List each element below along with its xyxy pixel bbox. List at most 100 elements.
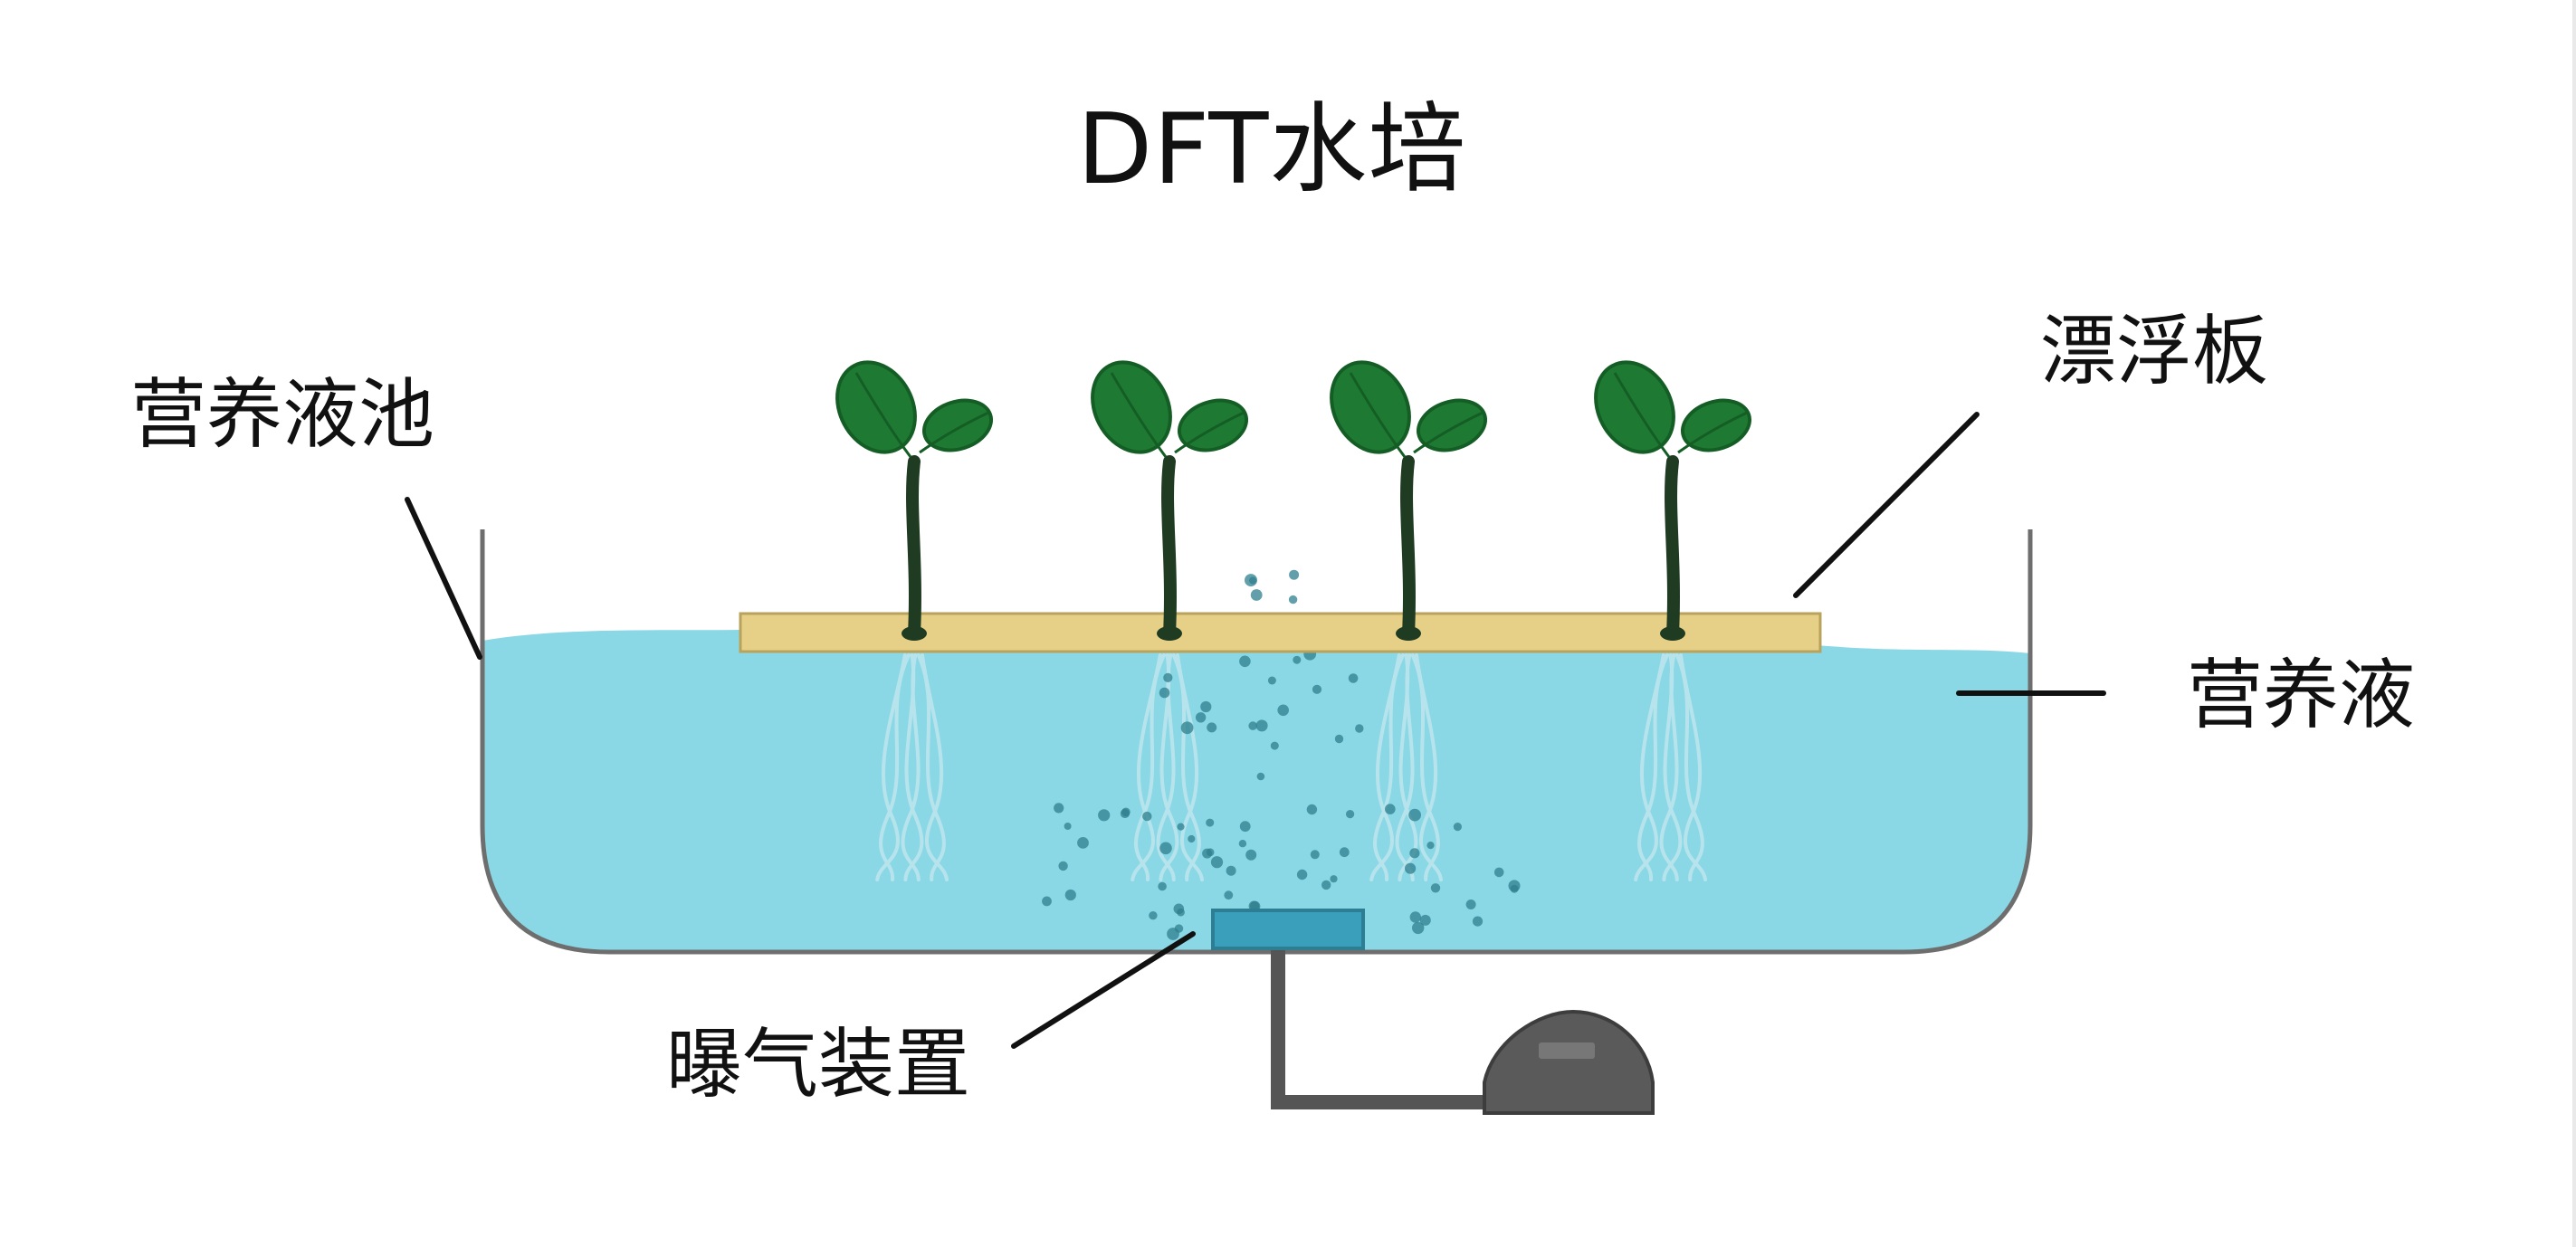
air-bubble <box>1226 865 1236 876</box>
air-bubble <box>1245 849 1257 861</box>
air-bubble <box>1409 911 1422 923</box>
root-strand <box>1395 653 1415 881</box>
air-bubble <box>1142 811 1152 822</box>
plants-layer <box>835 360 1752 641</box>
leaf-vein <box>1413 411 1484 454</box>
air-bubble <box>1267 676 1276 685</box>
root-bundle <box>1131 653 1204 881</box>
air-bubble <box>1158 881 1167 891</box>
root-strand <box>879 653 911 881</box>
root-strand <box>1637 653 1669 881</box>
air-bubble <box>1058 861 1068 871</box>
seedling-base <box>902 626 927 641</box>
air-bubble <box>1270 741 1279 750</box>
air-bubble <box>1306 804 1318 815</box>
air-bubble <box>1202 848 1213 859</box>
air-bubble <box>1409 848 1420 859</box>
air-bubble <box>1419 914 1431 926</box>
air-bubble <box>1312 684 1322 694</box>
label-nutrient-pool: 营养液池 <box>130 370 435 459</box>
air-bubble <box>1064 889 1076 901</box>
air-bubble <box>1288 595 1298 604</box>
nutrient-water <box>482 625 2030 952</box>
leader-line-aerator <box>1011 931 1196 1049</box>
air-pipe <box>1271 950 1489 1109</box>
air-bubble <box>1054 803 1064 814</box>
seedling <box>1330 360 1488 641</box>
root-strand <box>1134 653 1166 881</box>
air-bubble <box>1064 823 1072 830</box>
air-bubble <box>1346 810 1355 819</box>
air-bubble <box>1296 869 1308 881</box>
air-bubble <box>1250 589 1263 601</box>
air-bubble <box>1248 721 1257 730</box>
air-bubble <box>1412 921 1425 935</box>
air-bubble <box>1149 911 1158 920</box>
air-pump <box>1483 1009 1655 1115</box>
air-bubble <box>1077 837 1089 849</box>
seedling-stem <box>906 455 921 640</box>
air-bubble <box>1426 842 1435 850</box>
root-bundle <box>1369 653 1443 881</box>
air-bubble <box>1177 823 1185 831</box>
air-bubble <box>1239 821 1251 833</box>
seedling-base <box>1396 626 1421 641</box>
seedling-base <box>1660 626 1685 641</box>
label-float-board: 漂浮板 <box>2040 307 2269 395</box>
air-bubble <box>1293 655 1302 664</box>
root-strand <box>1659 653 1679 881</box>
page-title: DFT水培 <box>1077 93 1467 206</box>
air-bubble <box>1385 804 1396 814</box>
air-bubble <box>1310 850 1320 860</box>
seedling-leaf <box>1177 398 1249 452</box>
seedling-stem <box>1161 455 1177 640</box>
seedling-leaf <box>1680 398 1752 452</box>
seedling-base <box>1157 626 1182 641</box>
leaf-vein <box>1677 411 1748 454</box>
seedling <box>835 360 994 641</box>
air-bubble <box>1245 574 1257 587</box>
leaf-vein <box>854 372 912 458</box>
air-bubble <box>1239 655 1251 668</box>
air-bubble <box>1210 856 1224 869</box>
air-bubble <box>1493 867 1504 878</box>
air-bubble <box>1180 721 1194 735</box>
air-bubble <box>1510 884 1519 893</box>
air-bubble <box>1465 900 1476 909</box>
air-bubble <box>1408 808 1421 822</box>
root-strand <box>921 653 949 881</box>
air-bubble <box>1355 724 1364 733</box>
seedling <box>1091 360 1249 641</box>
root-strand <box>1373 653 1405 881</box>
air-bubble <box>1339 847 1350 858</box>
leaf-vein <box>1613 372 1671 458</box>
seedling-stem <box>1400 455 1416 640</box>
bubbles-layer <box>1042 569 1521 940</box>
leaf-vein <box>919 411 989 454</box>
tank-layer <box>480 529 2033 955</box>
air-bubble <box>1195 712 1207 723</box>
air-bubble <box>1430 883 1441 893</box>
root-bundle <box>875 653 949 881</box>
seedling-leaf <box>921 398 994 452</box>
air-bubble <box>1348 673 1359 683</box>
air-bubble <box>1159 842 1172 855</box>
air-bubble <box>1255 719 1268 732</box>
air-bubble <box>1334 734 1344 744</box>
seedling-leaf <box>1416 398 1488 452</box>
label-aerator: 曝气装置 <box>666 1020 971 1109</box>
air-bubble <box>1042 896 1052 907</box>
air-bubble <box>1453 823 1462 832</box>
air-bubble <box>1174 924 1184 933</box>
leader-lines-layer <box>405 412 2106 1049</box>
root-strand <box>901 653 921 881</box>
air-bubble <box>1224 890 1234 900</box>
seedling <box>1594 360 1752 641</box>
page-edge <box>2572 0 2576 1247</box>
root-bundle <box>1634 653 1707 881</box>
root-strand <box>1679 653 1707 881</box>
leaf-vein <box>1174 411 1245 454</box>
air-bubble <box>1163 672 1173 683</box>
air-bubble <box>1238 840 1247 848</box>
leader-line-float-board <box>1793 412 1980 598</box>
